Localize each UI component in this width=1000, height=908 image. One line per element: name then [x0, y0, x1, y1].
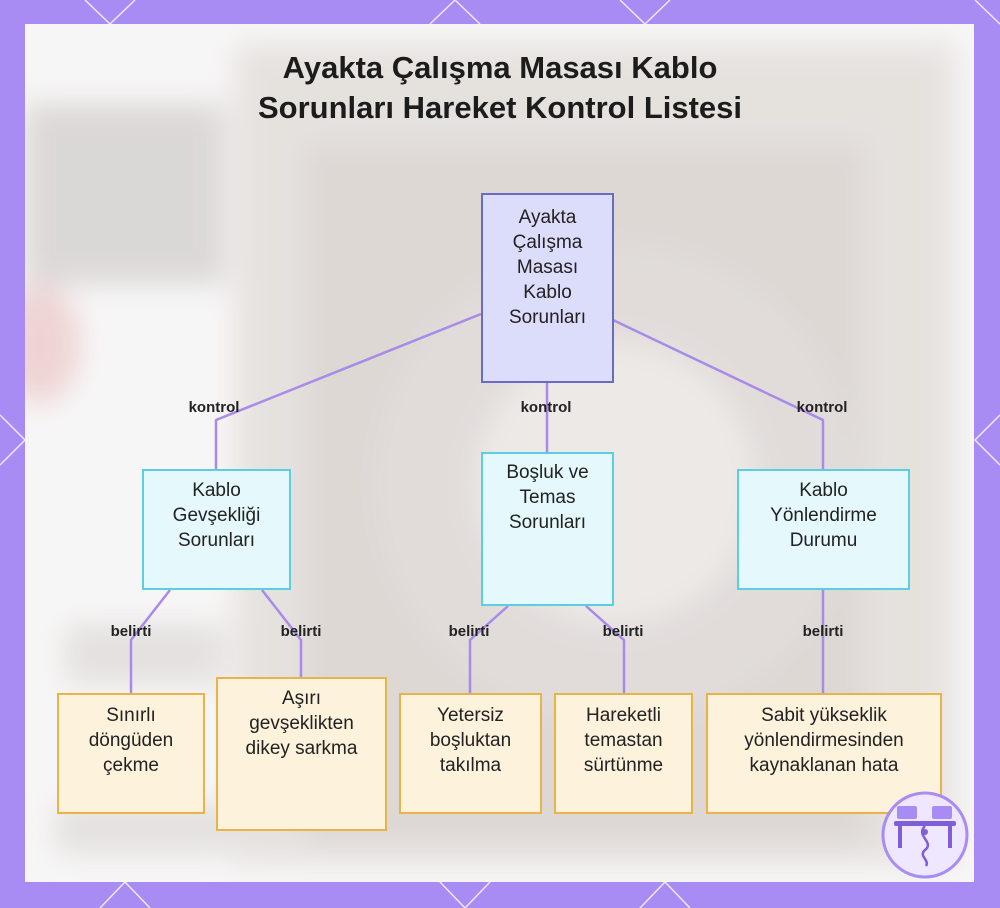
- edge-label-clearance-leaf3: belirti: [449, 623, 490, 640]
- node-leaf-fixed-height-label: Sabit yükseklik yönlendirmesinden kaynak…: [722, 703, 926, 778]
- node-leaf-limited-loop: Sınırlı döngüden çekme: [57, 693, 205, 814]
- node-root: Ayakta Çalışma Masası Kablo Sorunları: [481, 193, 614, 383]
- edge-label-clearance-leaf4: belirti: [603, 623, 644, 640]
- node-clearance-contact-label: Boşluk ve Temas Sorunları: [499, 460, 596, 535]
- edge-label-slack-leaf2: belirti: [281, 623, 322, 640]
- node-cable-slack-label: Kablo Gevşekliği Sorunları: [156, 478, 277, 553]
- edge-label-root-slack: kontrol: [189, 399, 240, 416]
- edge-root-slack: [216, 314, 481, 469]
- node-cable-routing: Kablo Yönlendirme Durumu: [737, 469, 910, 590]
- node-root-label: Ayakta Çalışma Masası Kablo Sorunları: [491, 205, 604, 330]
- node-clearance-contact: Boşluk ve Temas Sorunları: [481, 452, 614, 606]
- node-leaf-abrasion-label: Hareketli temastan sürtünme: [566, 703, 681, 778]
- edge-label-routing-leaf5: belirti: [803, 623, 844, 640]
- edge-label-root-clearance: kontrol: [521, 399, 572, 416]
- node-cable-slack: Kablo Gevşekliği Sorunları: [142, 469, 291, 590]
- edge-clearance-leaf3: [470, 606, 508, 693]
- edge-clearance-leaf4: [586, 606, 624, 693]
- standing-desk-cable-icon: [880, 790, 970, 880]
- edge-label-root-routing: kontrol: [797, 399, 848, 416]
- node-leaf-limited-loop-label: Sınırlı döngüden çekme: [77, 703, 185, 778]
- node-leaf-snagging: Yetersiz boşluktan takılma: [399, 693, 542, 814]
- edge-label-slack-leaf1: belirti: [111, 623, 152, 640]
- node-leaf-abrasion: Hareketli temastan sürtünme: [554, 693, 693, 814]
- edge-slack-leaf1: [131, 590, 170, 693]
- node-leaf-snagging-label: Yetersiz boşluktan takılma: [411, 703, 530, 778]
- edge-root-routing: [613, 320, 823, 469]
- node-cable-routing-label: Kablo Yönlendirme Durumu: [751, 478, 896, 553]
- node-leaf-vertical-sag-label: Aşırı gevşeklikten dikey sarkma: [236, 686, 367, 761]
- node-leaf-vertical-sag: Aşırı gevşeklikten dikey sarkma: [216, 677, 387, 831]
